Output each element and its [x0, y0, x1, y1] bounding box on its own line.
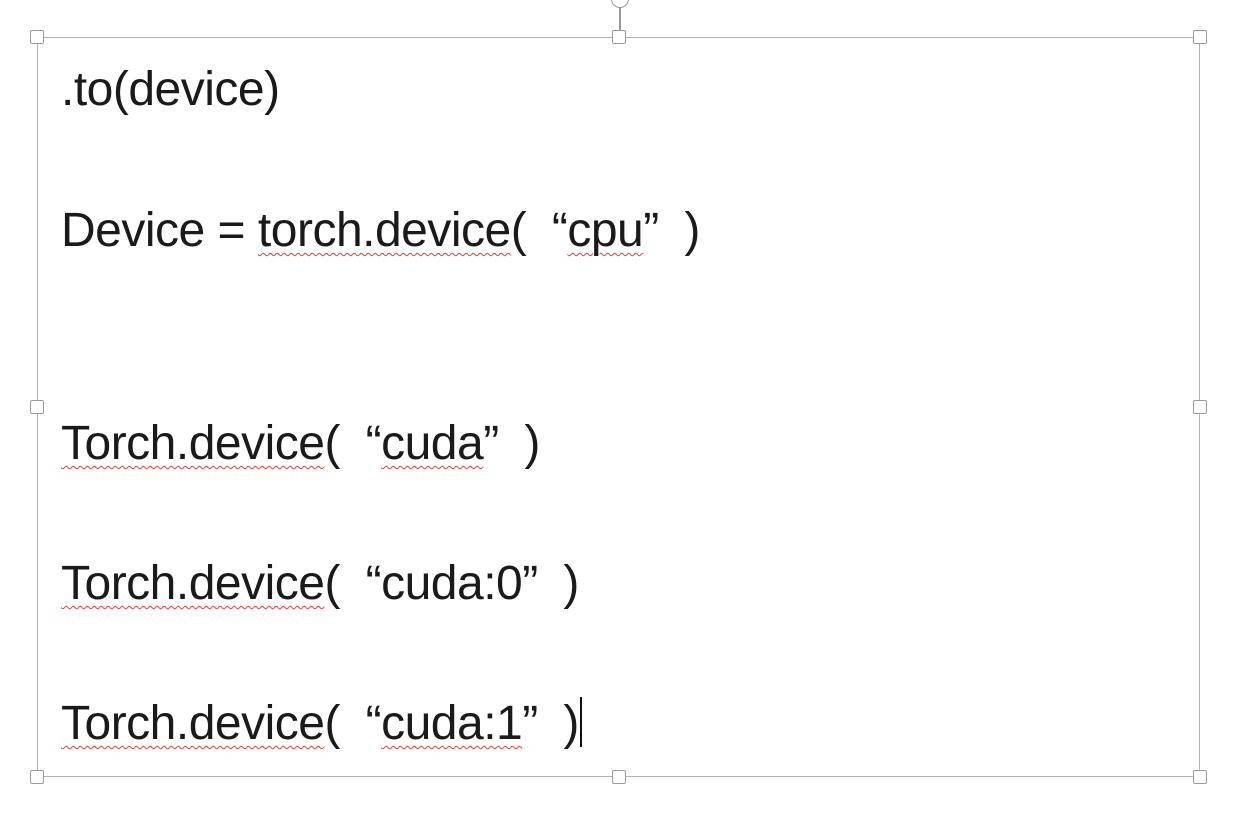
resize-handle-bottom-right[interactable] [1193, 770, 1207, 784]
line-3-function: Torch.device [61, 417, 325, 470]
text-line-5[interactable]: Torch.device( “cuda:1” ) [61, 696, 582, 752]
text-line-3[interactable]: Torch.device( “cuda” ) [61, 416, 540, 472]
text-line-1[interactable]: .to(device) [61, 62, 280, 118]
resize-handle-left[interactable] [30, 400, 44, 414]
line-4-arg: cuda:0 [381, 557, 523, 610]
resize-handle-top-left[interactable] [30, 30, 44, 44]
line-4-close: ” ) [522, 557, 579, 610]
line-2-arg: cpu [567, 204, 644, 257]
resize-handle-bottom[interactable] [612, 770, 626, 784]
text-cursor [579, 697, 582, 747]
text-line-4[interactable]: Torch.device( “cuda:0” ) [61, 556, 579, 612]
line-4-function: Torch.device [61, 557, 325, 610]
rotate-handle[interactable] [611, 0, 629, 8]
line-2-function: torch.device [257, 204, 511, 257]
line-5-arg: cuda:1 [381, 697, 523, 750]
text-line-1-code: .to(device) [61, 63, 280, 116]
line-2-close: ” ) [643, 204, 700, 257]
resize-handle-top-right[interactable] [1193, 30, 1207, 44]
resize-handle-bottom-left[interactable] [30, 770, 44, 784]
line-2-open: ( “ [510, 204, 568, 257]
line-4-open: ( “ [324, 557, 382, 610]
resize-handle-top[interactable] [612, 30, 626, 44]
resize-handle-right[interactable] [1193, 400, 1207, 414]
line-5-close: ” ) [522, 697, 579, 750]
line-3-close: ” ) [483, 417, 540, 470]
line-3-arg: cuda [381, 417, 484, 470]
text-box[interactable] [37, 37, 1200, 777]
line-3-open: ( “ [324, 417, 382, 470]
line-2-prefix: Device = [61, 204, 258, 257]
text-line-2[interactable]: Device = torch.device( “cpu” ) [61, 203, 700, 259]
line-5-function: Torch.device [61, 697, 325, 750]
line-5-open: ( “ [324, 697, 382, 750]
rotate-handle-stem [619, 0, 621, 30]
